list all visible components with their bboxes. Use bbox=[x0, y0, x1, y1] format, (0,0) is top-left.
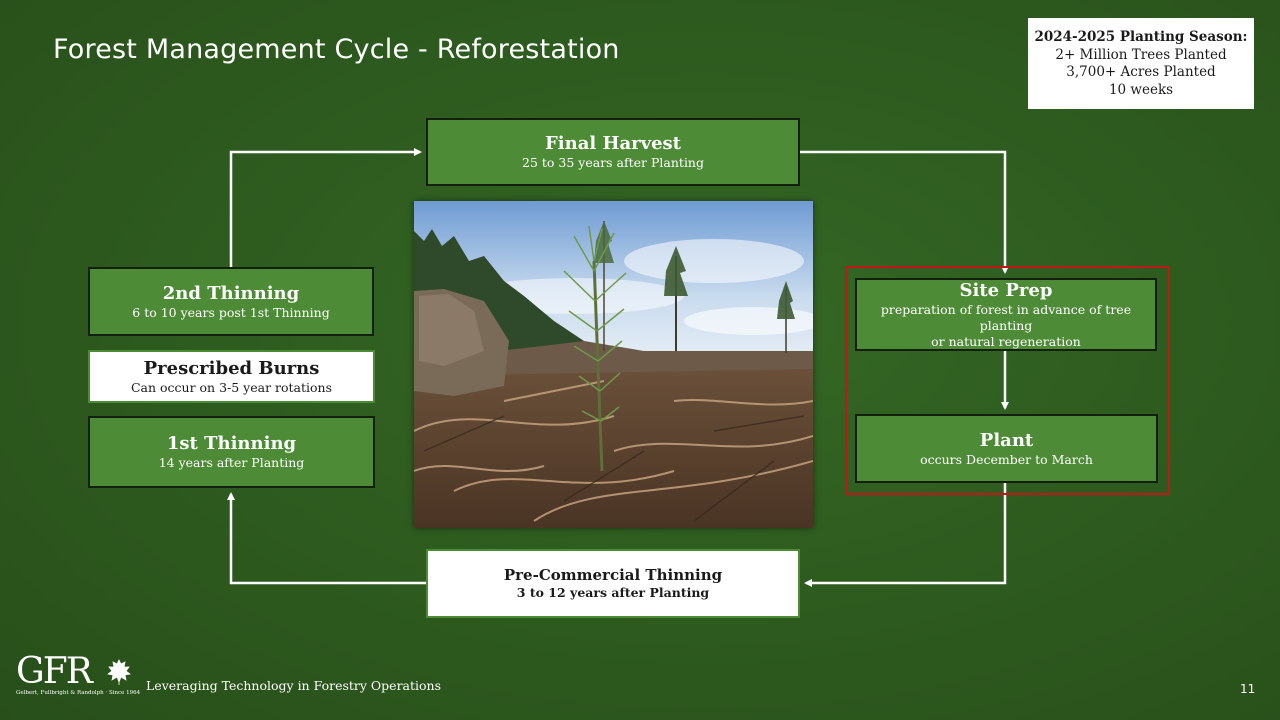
stats-line-acres: 3,700+ Acres Planted bbox=[1066, 64, 1216, 80]
prescribed-burns-subtitle: Can occur on 3-5 year rotations bbox=[130, 379, 333, 395]
second-thinning-title: 2nd Thinning bbox=[162, 282, 300, 304]
final-harvest-title: Final Harvest bbox=[545, 133, 681, 154]
seedling-photo bbox=[414, 201, 813, 528]
pct-subtitle: 3 to 12 years after Planting bbox=[516, 585, 710, 600]
logo-mark: GFR bbox=[16, 651, 93, 692]
footer-text: Leveraging Technology in Forestry Operat… bbox=[146, 678, 442, 693]
prescribed-burns-box: Prescribed Burns Can occur on 3-5 year r… bbox=[88, 350, 375, 403]
planting-season-stats: 2024-2025 Planting Season: 2+ Million Tr… bbox=[1028, 18, 1254, 109]
stats-line-trees: 2+ Million Trees Planted bbox=[1055, 46, 1227, 63]
arrow-pct-to-first-thinning bbox=[227, 492, 426, 585]
plant-subtitle: occurs December to March bbox=[920, 451, 1093, 467]
highlight-frame bbox=[845, 266, 1170, 495]
first-thinning-subtitle: 14 years after Planting bbox=[158, 455, 305, 470]
final-harvest-box: Final Harvest 25 to 35 years after Plant… bbox=[426, 118, 800, 186]
first-thinning-title: 1st Thinning bbox=[166, 433, 297, 454]
site-prep-subtitle-line1: preparation of forest in advance of tree… bbox=[880, 301, 1132, 333]
second-thinning-box: 2nd Thinning 6 to 10 years post 1st Thin… bbox=[88, 267, 374, 336]
plant-box: Plant occurs December to March bbox=[855, 414, 1158, 483]
gfr-logo: GFR Gelbert, Fullbright & Randolph · Sin… bbox=[16, 654, 140, 697]
logo-tagline: Gelbert, Fullbright & Randolph · Since 1… bbox=[16, 690, 141, 696]
arrow-plant-to-pct bbox=[804, 483, 1007, 587]
site-prep-subtitle-line2: or natural regeneration bbox=[931, 333, 1081, 349]
arrow-second-thinning-to-harvest bbox=[229, 148, 422, 267]
slide-title: Forest Management Cycle - Reforestation bbox=[53, 34, 620, 65]
site-prep-title: Site Prep bbox=[959, 279, 1053, 301]
final-harvest-subtitle: 25 to 35 years after Planting bbox=[522, 155, 704, 170]
oak-leaf-icon bbox=[107, 659, 131, 685]
pct-title: Pre-Commercial Thinning bbox=[503, 566, 723, 584]
page-number: 11 bbox=[1240, 682, 1256, 696]
plant-title: Plant bbox=[979, 429, 1034, 451]
pre-commercial-thinning-box: Pre-Commercial Thinning 3 to 12 years af… bbox=[426, 549, 800, 618]
stats-line-weeks: 10 weeks bbox=[1108, 81, 1174, 98]
second-thinning-subtitle: 6 to 10 years post 1st Thinning bbox=[132, 304, 330, 320]
site-prep-box: Site Prep preparation of forest in advan… bbox=[855, 278, 1157, 351]
stats-heading: 2024-2025 Planting Season: bbox=[1034, 29, 1248, 45]
first-thinning-box: 1st Thinning 14 years after Planting bbox=[88, 416, 375, 488]
arrow-harvest-to-siteprep bbox=[800, 150, 1009, 274]
prescribed-burns-title: Prescribed Burns bbox=[143, 357, 320, 379]
